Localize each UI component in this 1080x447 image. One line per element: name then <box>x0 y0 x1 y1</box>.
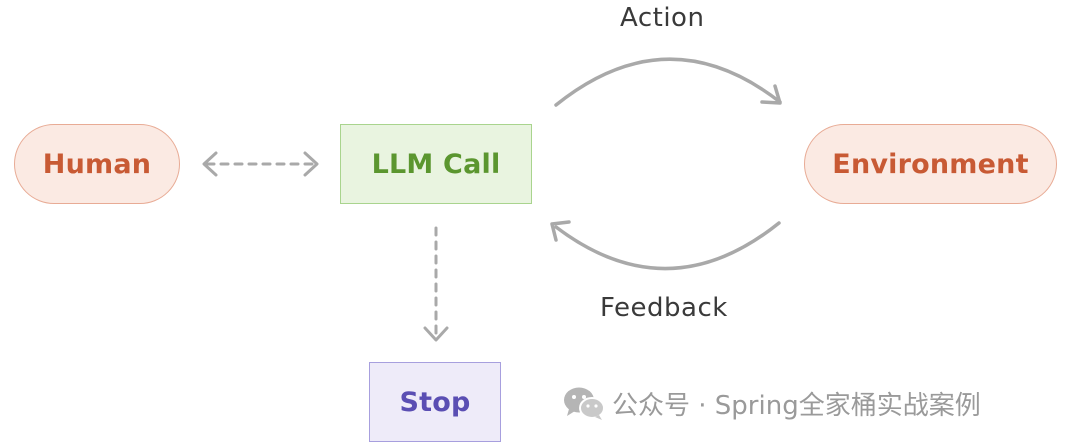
action-arrow <box>554 57 782 107</box>
llm-stop-dashed-arrow <box>423 226 449 342</box>
feedback-label: Feedback <box>600 293 728 323</box>
watermark-text: 公众号 · Spring全家桶实战案例 <box>612 390 981 421</box>
watermark: 公众号 · Spring全家桶实战案例 <box>562 384 981 422</box>
environment-node: Environment <box>804 124 1057 204</box>
wechat-icon <box>564 387 605 420</box>
human-llm-dashed-arrow <box>202 151 319 177</box>
feedback-arrow <box>550 220 781 271</box>
human-node: Human <box>14 124 180 204</box>
action-label: Action <box>620 3 705 33</box>
llm-call-node: LLM Call <box>340 124 532 204</box>
stop-node: Stop <box>369 362 501 442</box>
